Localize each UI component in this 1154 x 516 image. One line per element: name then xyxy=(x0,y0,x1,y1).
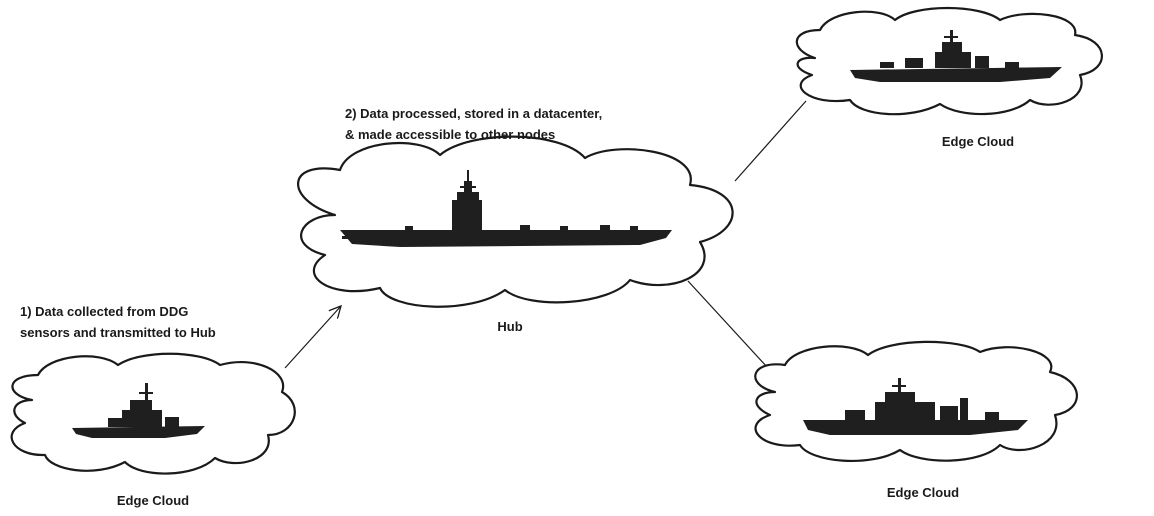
edge-cloud-label-top-right: Edge Cloud xyxy=(941,134,1015,149)
step2-annotation-line1: 2) Data processed, stored in a datacente… xyxy=(345,106,603,121)
step1-annotation-line2: sensors and transmitted to Hub xyxy=(20,325,216,340)
warship-icon xyxy=(850,30,1062,82)
step1-annotation-line1: 1) Data collected from DDG xyxy=(20,304,189,319)
step2-annotation-line2: & made accessible to other nodes xyxy=(345,127,556,142)
edge-cloud-bottom-right xyxy=(754,340,1078,462)
hub-to-edge-top-right-line xyxy=(734,100,807,182)
edge-bottom-left-to-hub-arrow xyxy=(284,306,341,369)
warship-icon xyxy=(72,383,205,438)
warship-icon xyxy=(803,378,1028,435)
aircraft-carrier-icon xyxy=(340,170,672,247)
hub-cloud xyxy=(297,135,734,308)
edge-cloud-top-right xyxy=(795,6,1103,116)
hub-to-edge-bottom-right-line xyxy=(687,280,780,381)
edge-cloud-label-bottom-left: Edge Cloud xyxy=(116,493,190,508)
edge-cloud-label-bottom-right: Edge Cloud xyxy=(886,485,960,500)
edge-cloud-bottom-left xyxy=(10,352,296,475)
hub-label: Hub xyxy=(497,319,523,334)
